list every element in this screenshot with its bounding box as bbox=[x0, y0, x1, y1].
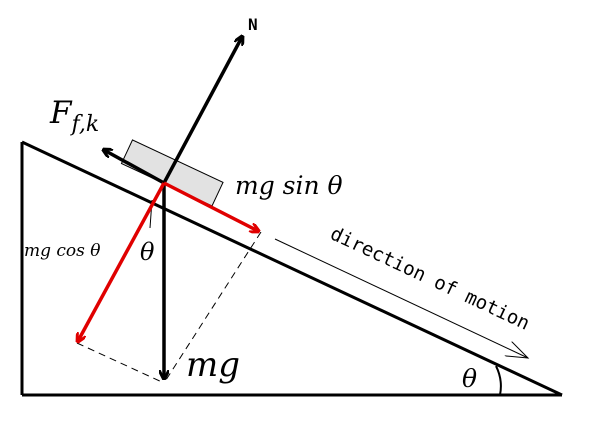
label-motion: direction of motion bbox=[327, 223, 533, 335]
label-friction: Ff,k bbox=[49, 95, 99, 137]
label-mg: mg bbox=[186, 345, 240, 385]
motion-arrow bbox=[274, 238, 528, 358]
label-theta-block: θ bbox=[140, 238, 155, 266]
incline-surface bbox=[21, 140, 563, 397]
incline-angle-arc bbox=[495, 365, 502, 396]
label-mg-sin: mg sin θ bbox=[235, 171, 343, 200]
normal-force-arrow bbox=[162, 37, 242, 184]
dashed-line-cos-to-mg bbox=[76, 342, 165, 384]
label-mg-cos: mg cos θ bbox=[24, 241, 101, 261]
label-friction-main: F bbox=[49, 95, 73, 131]
mg-cos-arrow bbox=[78, 182, 166, 341]
friction-force-arrow bbox=[104, 150, 165, 185]
label-normal: N bbox=[248, 15, 258, 34]
mg-sin-arrow bbox=[163, 181, 258, 231]
label-theta-incline: θ bbox=[462, 364, 477, 393]
label-friction-sub: f,k bbox=[70, 112, 100, 137]
dashed-line-sin-to-mg bbox=[163, 231, 262, 384]
